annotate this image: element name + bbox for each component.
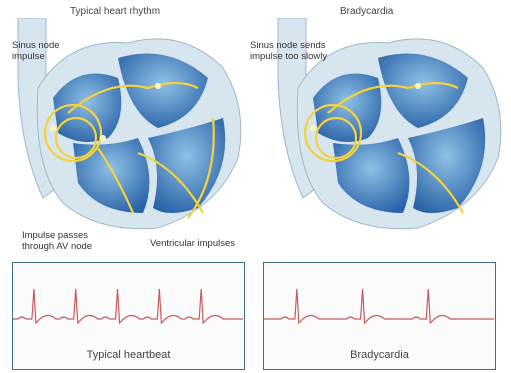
ecg-line (13, 289, 243, 323)
ventricular-impulses-label: Ventricular impulses (150, 238, 235, 249)
typical-ecg-trace (13, 281, 243, 331)
av-node-label: Impulse passes through AV node (22, 230, 92, 252)
bradycardia-ecg-caption: Bradycardia (264, 349, 495, 361)
typical-rhythm-title: Typical heart rhythm (70, 6, 160, 17)
bradycardia-ecg-panel: Bradycardia (263, 262, 496, 370)
typical-ecg-panel: Typical heartbeat (12, 262, 245, 370)
ecg-line (264, 289, 494, 323)
sinus-slow-label: Sinus node sends impulse too slowly (250, 40, 327, 62)
bradycardia-title: Bradycardia (340, 6, 393, 17)
bradycardia-ecg-trace (264, 281, 494, 331)
typical-ecg-caption: Typical heartbeat (13, 349, 244, 361)
sinus-node-impulse-label: Sinus node impulse (12, 40, 60, 62)
